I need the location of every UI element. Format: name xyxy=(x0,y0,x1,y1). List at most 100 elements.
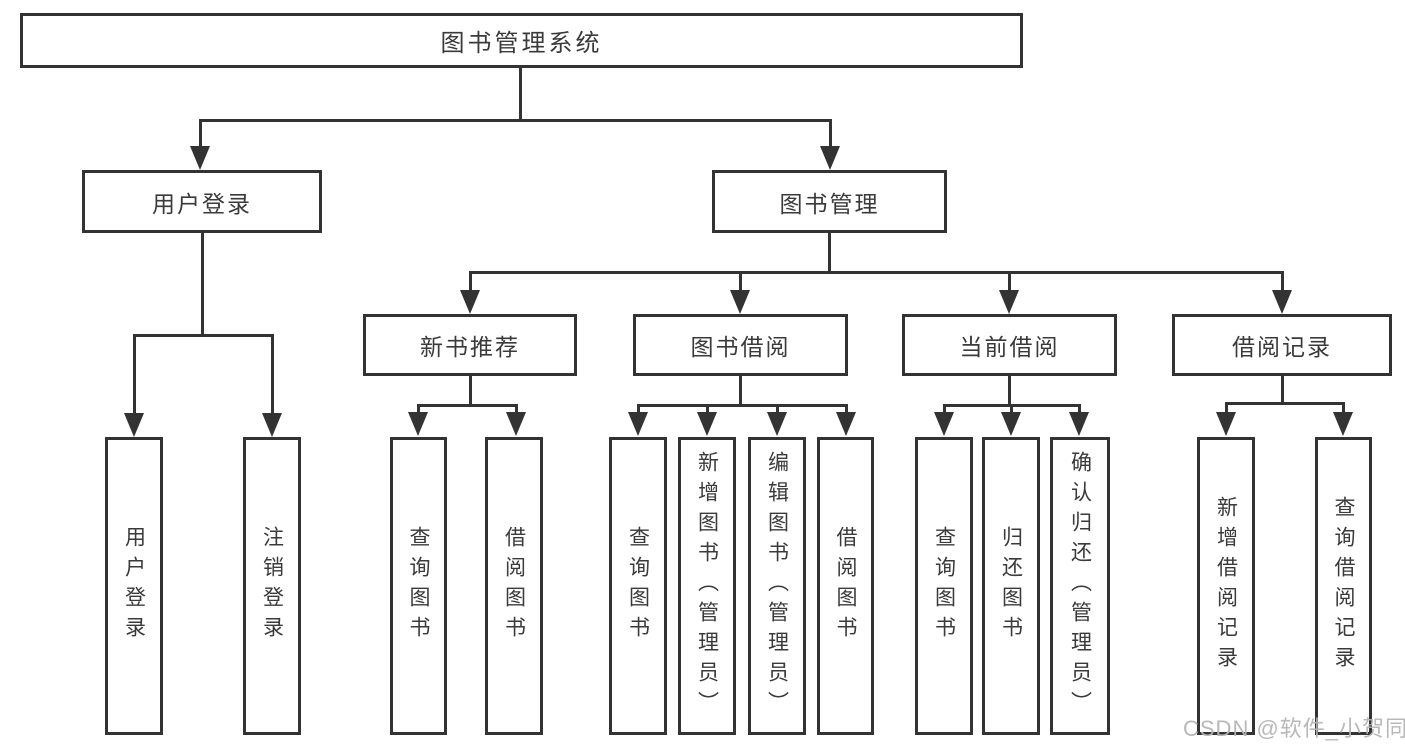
down-arrow-icon xyxy=(506,405,526,436)
arrow-shaft xyxy=(416,405,420,418)
arrow-shaft xyxy=(775,405,779,418)
leaf-label: 查询图书 xyxy=(932,526,956,646)
arrow-shaft xyxy=(705,405,709,418)
leaf-return-book: 归还图书 xyxy=(982,437,1040,735)
node-label: 图书管理 xyxy=(779,190,880,217)
arrow-head xyxy=(190,146,210,170)
leaf-label: 查询图书 xyxy=(626,526,650,646)
node-user-login: 用户登录 xyxy=(82,170,322,233)
node-label: 图书借阅 xyxy=(690,334,791,360)
arrow-head xyxy=(408,412,428,436)
arrow-head xyxy=(628,412,648,436)
connector-vline xyxy=(739,376,742,407)
arrow-shaft xyxy=(636,405,640,418)
leaf-add-borrow-record: 新增借阅记录 xyxy=(1197,437,1255,735)
down-arrow-icon xyxy=(262,335,282,437)
arrow-head xyxy=(999,290,1019,314)
leaf-label: 借阅图书 xyxy=(502,526,526,646)
connector-vline xyxy=(469,376,472,407)
arrow-head xyxy=(1069,412,1089,436)
node-label: 借阅记录 xyxy=(1232,334,1332,360)
leaf-label: 确认归还（管理员） xyxy=(1068,451,1092,721)
arrow-shaft xyxy=(1341,403,1345,418)
arrow-head xyxy=(934,412,954,436)
leaf-query-books-3: 查询图书 xyxy=(915,437,973,735)
arrow-head xyxy=(124,413,144,437)
down-arrow-icon xyxy=(1333,403,1353,436)
arrow-shaft xyxy=(738,272,742,296)
leaf-edit-book-admin: 编辑图书（管理员） xyxy=(748,437,806,735)
connector-hline xyxy=(637,404,848,407)
node-book-borrow: 图书借阅 xyxy=(633,314,848,376)
connector-hline xyxy=(469,271,1284,274)
down-arrow-icon xyxy=(408,405,428,436)
arrow-head xyxy=(767,412,787,436)
connector-vline xyxy=(1281,376,1284,405)
arrow-shaft xyxy=(132,335,136,419)
leaf-user-login: 用户登录 xyxy=(105,437,163,735)
connector-vline xyxy=(1008,376,1011,407)
arrow-shaft xyxy=(1077,405,1081,418)
arrow-shaft xyxy=(1009,405,1013,418)
leaf-label: 新增借阅记录 xyxy=(1214,496,1238,676)
arrow-shaft xyxy=(198,120,202,152)
leaf-add-book-admin: 新增图书（管理员） xyxy=(678,437,736,735)
node-borrow-records: 借阅记录 xyxy=(1172,314,1392,376)
down-arrow-icon xyxy=(836,405,856,436)
arrow-shaft xyxy=(468,272,472,296)
arrow-shaft xyxy=(1224,403,1228,418)
connector-vline xyxy=(201,233,204,337)
arrow-shaft xyxy=(270,335,274,419)
arrow-head xyxy=(460,290,480,314)
node-new-book-rec: 新书推荐 xyxy=(363,314,577,376)
arrow-head xyxy=(1216,412,1236,436)
arrow-head xyxy=(262,413,282,437)
down-arrow-icon xyxy=(820,120,840,170)
connector-vline xyxy=(828,233,831,274)
arrow-shaft xyxy=(1007,272,1011,296)
down-arrow-icon xyxy=(124,335,144,437)
leaf-label: 注销登录 xyxy=(260,526,284,646)
arrow-head xyxy=(1001,412,1021,436)
arrow-shaft xyxy=(1280,272,1284,296)
watermark: CSDN @软件_小贺同学 xyxy=(1183,716,1405,741)
down-arrow-icon xyxy=(1069,405,1089,436)
leaf-label: 借阅图书 xyxy=(834,526,857,646)
arrow-shaft xyxy=(942,405,946,418)
leaf-borrow-books-1: 借阅图书 xyxy=(485,437,543,735)
arrow-shaft xyxy=(844,405,848,418)
arrow-head xyxy=(820,146,840,170)
node-label: 用户登录 xyxy=(152,190,252,217)
leaf-query-books-1: 查询图书 xyxy=(390,437,447,735)
leaf-query-books-2: 查询图书 xyxy=(609,437,667,735)
leaf-borrow-books-2: 借阅图书 xyxy=(817,437,874,735)
arrow-head xyxy=(506,412,526,436)
connector-hline xyxy=(199,119,832,122)
node-label: 当前借阅 xyxy=(959,334,1060,360)
arrow-head xyxy=(730,290,750,314)
connector-hline xyxy=(1225,402,1345,405)
leaf-confirm-return-admin: 确认归还（管理员） xyxy=(1050,437,1110,735)
down-arrow-icon xyxy=(190,120,210,170)
leaf-label: 新增图书（管理员） xyxy=(695,451,719,721)
leaf-label: 用户登录 xyxy=(122,526,146,646)
leaf-label: 查询图书 xyxy=(407,526,430,646)
down-arrow-icon xyxy=(1272,272,1292,314)
down-arrow-icon xyxy=(934,405,954,436)
down-arrow-icon xyxy=(460,272,480,314)
leaf-query-borrow-record: 查询借阅记录 xyxy=(1315,437,1372,735)
connector-hline xyxy=(133,334,274,337)
down-arrow-icon xyxy=(730,272,750,314)
node-current-borrow: 当前借阅 xyxy=(902,314,1117,376)
arrow-head xyxy=(1272,290,1292,314)
leaf-label: 归还图书 xyxy=(999,526,1023,646)
arrow-shaft xyxy=(828,120,832,152)
down-arrow-icon xyxy=(1001,405,1021,436)
arrow-shaft xyxy=(514,405,518,418)
down-arrow-icon xyxy=(628,405,648,436)
connector-vline xyxy=(519,68,522,121)
down-arrow-icon xyxy=(1216,403,1236,436)
node-label: 图书管理系统 xyxy=(440,30,603,57)
node-book-mgmt: 图书管理 xyxy=(712,170,947,233)
